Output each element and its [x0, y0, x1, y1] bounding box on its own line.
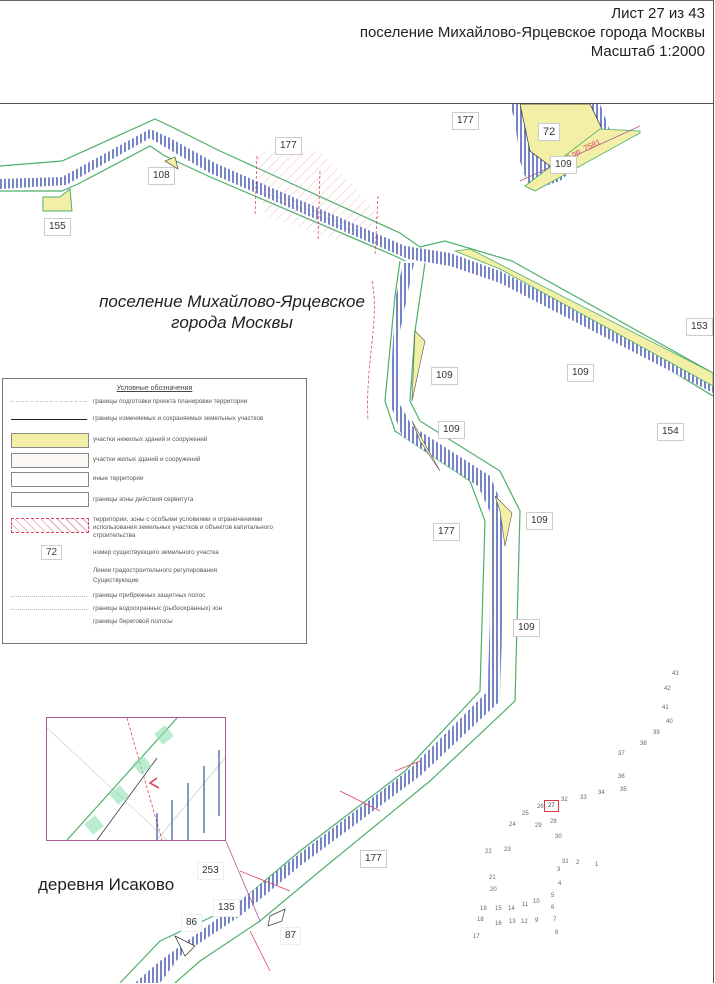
- settlement-title: поселение Михайлово-Ярцевское города Мос…: [359, 24, 705, 41]
- sheet-header: Лист 27 из 43 поселение Михайлово-Ярцевс…: [0, 1, 713, 104]
- sheet-index-number[interactable]: 41: [662, 705, 669, 711]
- sheet-index-number[interactable]: 5: [551, 893, 555, 899]
- sheet-index-number[interactable]: 8: [555, 930, 559, 936]
- sheet-index-number[interactable]: 29: [535, 823, 542, 829]
- sheet-index-number[interactable]: 7: [553, 917, 557, 923]
- parcel-label-153[interactable]: 153: [686, 318, 713, 336]
- parcel-label-177[interactable]: 177: [452, 112, 479, 130]
- parcel-label-86[interactable]: 86: [181, 914, 203, 932]
- scale-label: Масштаб 1:2000: [590, 43, 705, 60]
- sheet-index-number[interactable]: 28: [550, 819, 557, 825]
- sheet-index-number[interactable]: 4: [558, 881, 562, 887]
- parcel-label-109[interactable]: 109: [438, 421, 465, 439]
- parcel-label-177[interactable]: 177: [275, 137, 302, 155]
- sheet-index-number[interactable]: 17: [473, 934, 480, 940]
- sheet-index-number[interactable]: 35: [620, 787, 627, 793]
- legend-swatch: [11, 433, 89, 448]
- legend-swatch: [11, 518, 89, 533]
- parcel-label-109[interactable]: 109: [431, 367, 458, 385]
- parcel-155-shape: [42, 188, 73, 212]
- sheet-index-number[interactable]: 23: [504, 847, 511, 853]
- legend-sample-label: 72: [41, 545, 63, 560]
- sheet-index-number[interactable]: 16: [495, 921, 502, 927]
- sheet-index-number[interactable]: 31: [562, 859, 569, 865]
- sheet-number: Лист 27 из 43: [611, 5, 705, 22]
- sheet-index-number[interactable]: 26: [537, 804, 544, 810]
- sheet-index-number[interactable]: 43: [672, 671, 679, 677]
- parcel-label-109[interactable]: 109: [526, 512, 553, 530]
- village-label: деревня Исаково: [38, 875, 175, 894]
- sheet-index-number[interactable]: 30: [555, 834, 562, 840]
- sheet-index-number[interactable]: 2: [576, 860, 580, 866]
- sheet-index-number[interactable]: 42: [664, 686, 671, 692]
- sheet-index-number[interactable]: 10: [533, 899, 540, 905]
- sheet-index-number[interactable]: 19: [480, 906, 487, 912]
- legend-swatch: [11, 472, 89, 487]
- sheet-index-number[interactable]: 6: [551, 905, 555, 911]
- sheet-index-number[interactable]: 15: [495, 906, 502, 912]
- parcel-label-253[interactable]: 253: [197, 862, 224, 880]
- sheet-index-number[interactable]: 36: [618, 774, 625, 780]
- sheet-index-number[interactable]: 9: [535, 918, 539, 924]
- sheet-index-number[interactable]: 37: [618, 751, 625, 757]
- parcel-label-177[interactable]: 177: [360, 850, 387, 868]
- legend-swatch: [11, 453, 89, 468]
- sheet-index-number[interactable]: 20: [490, 887, 497, 893]
- parcel-label-109[interactable]: 109: [513, 619, 540, 637]
- sheet-index-number[interactable]: 33: [580, 795, 587, 801]
- sheet-index-number[interactable]: 18: [477, 917, 484, 923]
- sheet-index-number[interactable]: 22: [485, 849, 492, 855]
- parcel-108-shape: [164, 156, 179, 170]
- sheet-index-number[interactable]: 25: [522, 811, 529, 817]
- parcel-label-177[interactable]: 177: [433, 523, 460, 541]
- sheet-index-number[interactable]: 40: [666, 719, 673, 725]
- sheet-index-number[interactable]: 38: [640, 741, 647, 747]
- road-hatch-middle: [135, 263, 505, 983]
- settlement-label-line2: города Москвы: [171, 313, 293, 332]
- sheet-index-number[interactable]: 24: [509, 822, 516, 828]
- settlement-label-line1: поселение Михайлово-Ярцевское: [99, 292, 365, 311]
- parcel-label-109[interactable]: 109: [550, 156, 577, 174]
- nonresidential-strip: [453, 248, 713, 387]
- sheet-index-number[interactable]: 3: [557, 867, 561, 873]
- sheet-index-number[interactable]: 13: [509, 919, 516, 925]
- legend-swatch: [11, 596, 87, 597]
- sheet-index-current[interactable]: 27: [544, 800, 559, 812]
- parcel-label-154[interactable]: 154: [657, 423, 684, 441]
- sheet-index-number[interactable]: 12: [521, 919, 528, 925]
- legend-swatch: [11, 492, 89, 507]
- sheet-index-number[interactable]: 34: [598, 790, 605, 796]
- parcel-label-109[interactable]: 109: [567, 364, 594, 382]
- sheet-index-number[interactable]: 1: [595, 862, 599, 868]
- sheet-index-number[interactable]: 39: [653, 730, 660, 736]
- parcel-label-135[interactable]: 135: [213, 899, 240, 917]
- sheet-index-number[interactable]: 21: [489, 875, 496, 881]
- legend-title: Условные обозначения: [116, 385, 193, 392]
- detail-inset-drawing: [47, 718, 225, 840]
- map-legend: Условные обозначения границы подготовки …: [2, 378, 307, 644]
- parcel-label-155[interactable]: 155: [44, 218, 71, 236]
- detail-inset: [46, 717, 226, 841]
- legend-swatch: [11, 401, 87, 402]
- legend-swatch: [11, 609, 87, 610]
- parcel-label-108[interactable]: 108: [148, 167, 175, 185]
- sheet-index-number[interactable]: 14: [508, 906, 515, 912]
- legend-swatch: [11, 419, 87, 420]
- settlement-label: поселение Михайлово-Ярцевское города Мос…: [82, 291, 382, 333]
- sheet-index-number[interactable]: 32: [561, 797, 568, 803]
- parcel-label-72[interactable]: 72: [538, 123, 561, 141]
- restriction-zone-top: [255, 151, 385, 241]
- parcel-label-87[interactable]: 87: [280, 927, 302, 945]
- sheet-index-number[interactable]: 11: [522, 902, 529, 908]
